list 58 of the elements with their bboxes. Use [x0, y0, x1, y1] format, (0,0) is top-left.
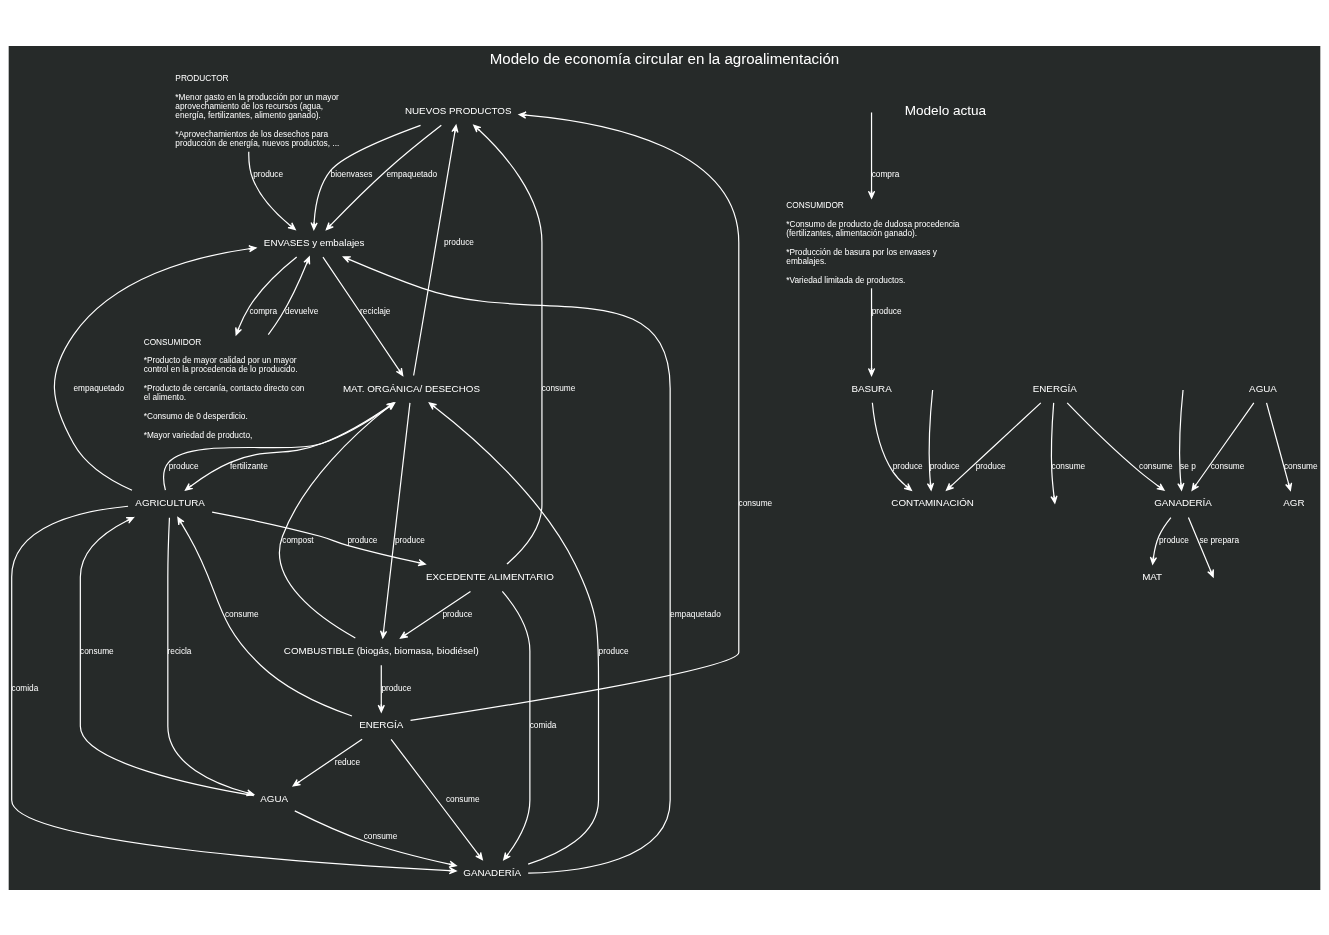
- edge-label: se prepara: [1199, 534, 1240, 545]
- node-text: ENERGÍA: [1032, 382, 1077, 394]
- node-text: GANADERÍA: [463, 866, 522, 878]
- edge-label: recicla: [167, 645, 192, 656]
- edge-label: produce: [1159, 534, 1189, 545]
- node-text: NUEVOS PRODUCTOS: [404, 104, 512, 116]
- node-text: ENERGÍA: [359, 718, 404, 730]
- edge-label: consume: [1210, 460, 1245, 471]
- node-text: GANADERÍA: [1154, 496, 1212, 508]
- label: Modelo actua: [904, 102, 987, 118]
- edge-label: compra: [249, 305, 278, 316]
- node-text: CONSUMIDOR *Consumo de producto de dudosa procedencia (fertilizantes, alimentación ganado). *Producción de basura por los envases y embalajes. *Variedad limitada de productos.: [786, 199, 960, 285]
- node-text: COMBUSTIBLE (biogás, biomasa, biodiésel): [283, 644, 479, 656]
- node-text: PRODUCTOR *Menor gasto en la producción por un mayor aprovechamiento de los recursos (agua, energía, fertilizantes, alimento ganado). *Aprovechamientos de los desechos para producción de energía, nuevos productos, ...: [175, 72, 340, 148]
- node-text: AGR: [1283, 496, 1305, 508]
- edge-label: produce: [871, 305, 902, 316]
- edge-label: produce: [168, 460, 199, 471]
- node-text: AGUA: [260, 792, 289, 804]
- edge-label: produce: [975, 460, 1006, 471]
- node-text: AGRICULTURA: [135, 496, 205, 508]
- edge-label: comida: [11, 682, 39, 693]
- edge-label: consume: [1283, 460, 1318, 471]
- node-text: ENVASES y embalajes: [263, 236, 365, 248]
- edge-label: bioenvases: [330, 168, 373, 179]
- node-text: MAT. ORGÁNICA/ DESECHOS: [342, 382, 480, 394]
- edge-label: produce: [444, 236, 474, 247]
- node-text: CONTAMINACIÓN: [891, 496, 974, 508]
- diagram-title: Modelo de economía circular en la agroalimentación: [489, 49, 840, 67]
- edge-label: produce: [929, 460, 960, 471]
- edge-label: compost: [282, 534, 314, 545]
- edge-label: comida: [529, 719, 557, 730]
- edge-label: produce: [347, 534, 378, 545]
- edge-label: consume: [1139, 460, 1173, 471]
- edge-label: se p: [1180, 460, 1196, 471]
- edge-label: produce: [381, 682, 412, 693]
- edge-label: devuelve: [285, 305, 319, 316]
- edge-label: empaquetado: [73, 382, 125, 393]
- node-text: EXCEDENTE ALIMENTARIO: [426, 570, 554, 582]
- edge-label: empaquetado: [386, 168, 438, 179]
- edge-label: reciclaje: [360, 305, 391, 316]
- node-text: CONSUMIDOR *Producto de mayor calidad por un mayor control en la procedencia de lo producido. *Producto de cercanía, contacto directo con el alimento. *Consumo de 0 desperdicio. *Mayor variedad de producto,: [143, 336, 305, 440]
- node-text: BASURA: [851, 382, 892, 394]
- edge-label: produce: [442, 608, 473, 619]
- edge-label: produce: [892, 460, 923, 471]
- edge-label: consume: [224, 608, 259, 619]
- edge-label: consume: [738, 497, 773, 508]
- node-text: AGUA: [1249, 382, 1277, 394]
- edge-label: consume: [445, 793, 480, 804]
- edge-label: compra: [871, 168, 900, 179]
- edge-label: produce: [394, 534, 425, 545]
- edge-label: consume: [541, 382, 576, 393]
- edge-label: fertilizante: [230, 460, 268, 471]
- node-text: MAT: [1142, 570, 1163, 582]
- edge-label: reduce: [334, 756, 360, 767]
- edge-label: consume: [363, 830, 398, 841]
- edge-label: produce: [598, 645, 629, 656]
- edge-label: produce: [253, 168, 284, 179]
- edge-label: consume: [1051, 460, 1086, 471]
